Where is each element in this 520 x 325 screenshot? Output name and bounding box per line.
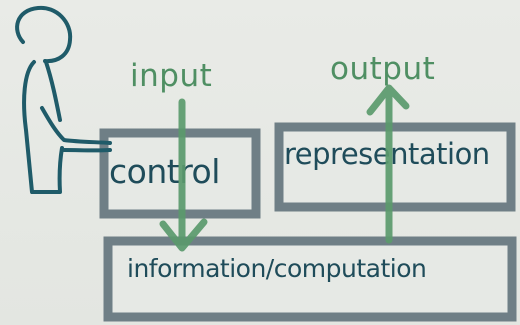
information-computation-box [103,236,517,322]
representation-box [274,122,516,212]
control-label: control [109,152,220,191]
person-icon [15,5,112,194]
output-label: output [330,51,436,87]
down-arrow-icon [159,98,208,252]
input-label: input [130,58,213,94]
up-arrow-icon [366,84,410,244]
information-computation-label: information/computation [127,254,427,283]
